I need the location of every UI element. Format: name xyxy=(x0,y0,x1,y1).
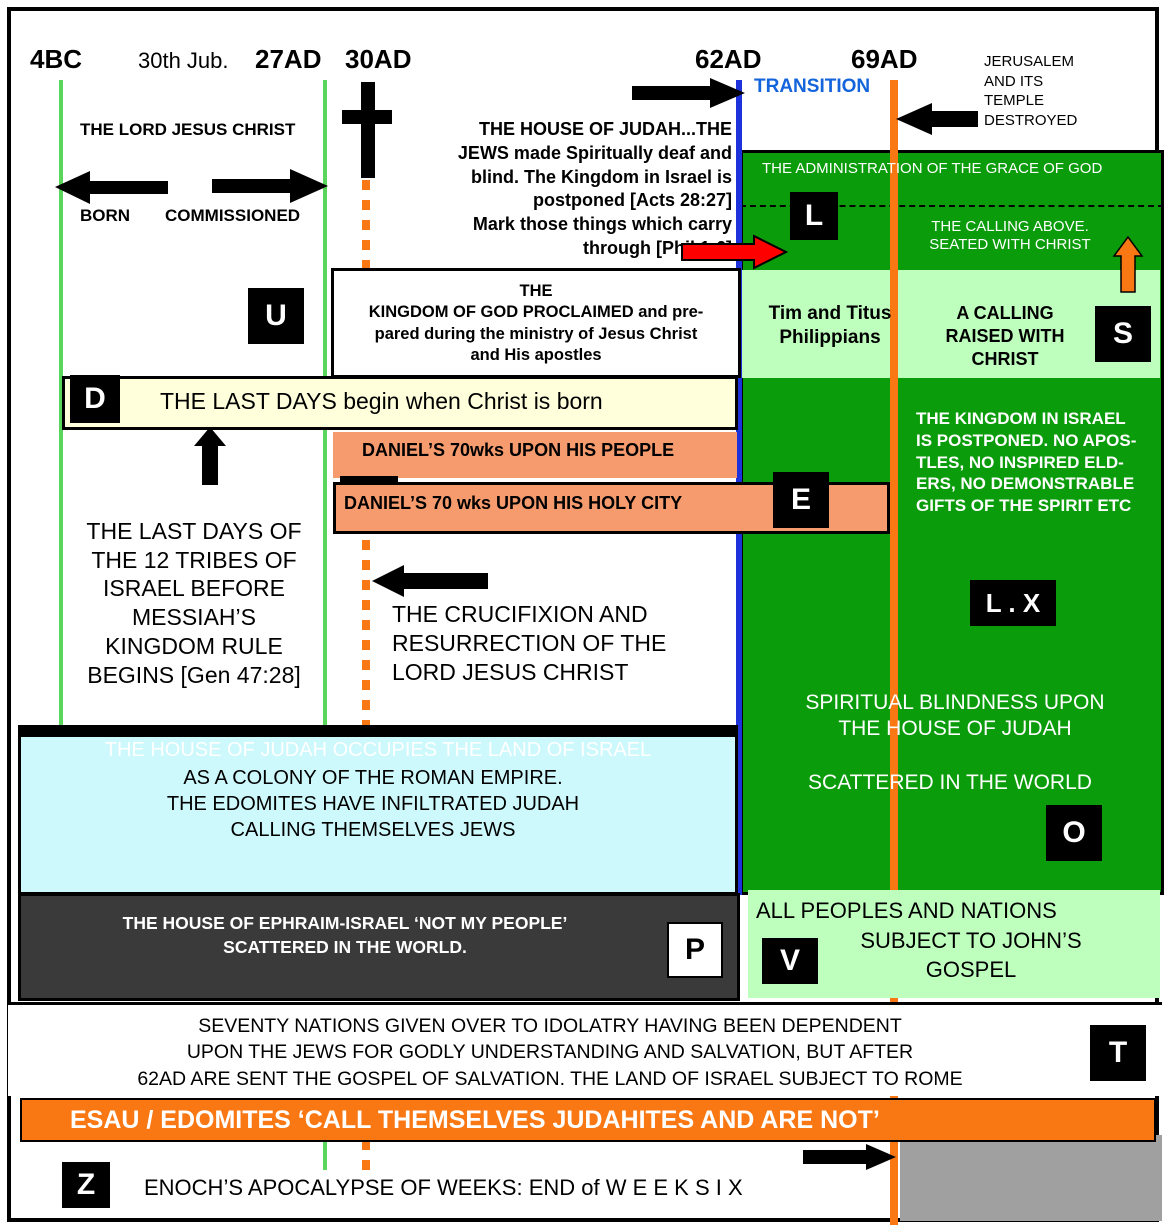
year-30ad: 30AD xyxy=(345,44,412,74)
daniel-people-bar xyxy=(333,432,737,478)
year-62ad: 62AD xyxy=(695,44,762,74)
kingdom-postponed-text: THE KINGDOM IN ISRAEL IS POSTPONED. NO A… xyxy=(916,409,1137,515)
seventy-nations-box xyxy=(8,1002,1162,1096)
marker-u: U xyxy=(248,288,304,344)
line-69ad-orange xyxy=(890,80,898,1225)
arrow-right-commissioned-icon xyxy=(212,169,328,203)
arrow-up-last-days-icon xyxy=(194,427,226,485)
marker-t: T xyxy=(1090,1025,1146,1081)
roman-colony-text: AS A COLONY OF THE ROMAN EMPIRE. THE EDO… xyxy=(166,767,580,841)
johns-gospel-text: SUBJECT TO JOHN’S GOSPEL xyxy=(860,928,1082,982)
year-4bc: 4BC xyxy=(30,44,83,74)
calling-above-label: THE CALLING ABOVE. SEATED WITH CHRIST xyxy=(929,218,1091,253)
last-days-bar xyxy=(62,376,738,430)
arrow-right-transition-icon xyxy=(632,78,745,108)
cross-icon xyxy=(342,82,392,178)
jerusalem-label: JERUSALEM AND ITS TEMPLE DESTROYED xyxy=(984,53,1078,129)
marker-lx: L . X xyxy=(970,580,1056,626)
daniel-people-text: DANIEL’S 70wks UPON HIS PEOPLE xyxy=(362,440,675,460)
tim-titus-text: Tim and Titus Philippians xyxy=(768,303,892,348)
line-30ad-dashed-bottom xyxy=(362,1140,370,1170)
line-4bc xyxy=(59,80,63,725)
last-days-tribes-text: THE LAST DAYS OF THE 12 TRIBES OF ISRAEL… xyxy=(60,488,328,689)
last-days-tribes-main: THE LAST DAYS OF THE 12 TRIBES OF ISRAEL… xyxy=(86,517,302,688)
calling-band xyxy=(740,270,1160,378)
year-27ad: 27AD xyxy=(255,44,322,74)
arrow-left-born-icon xyxy=(55,171,168,204)
crucifixion-text: THE CRUCIFIXION AND RESURRECTION OF THE … xyxy=(392,601,667,685)
marker-o: O xyxy=(1046,805,1102,861)
esau-bar xyxy=(20,1098,1156,1142)
all-peoples-text: ALL PEOPLES AND NATIONS xyxy=(756,898,1057,923)
year-69ad: 69AD xyxy=(851,44,918,74)
kingdom-proclaimed-box xyxy=(331,268,741,378)
year-jubilee: 30th Jub. xyxy=(138,48,229,73)
daniel-bar-notch xyxy=(340,476,398,482)
judah-occupies-text: THE HOUSE OF JUDAH OCCUPIES THE LAND OF … xyxy=(104,739,652,761)
transition-label: TRANSITION xyxy=(754,76,871,97)
gray-corner xyxy=(900,1135,1162,1221)
commissioned-label: COMMISSIONED xyxy=(165,206,301,225)
dashed-divider xyxy=(740,205,1164,207)
ephraim-box xyxy=(18,893,740,1001)
arrow-right-red-icon xyxy=(681,234,789,270)
gen-ref: [Gen 47:28] xyxy=(180,661,301,688)
last-days-text: THE LAST DAYS begin when Christ is born xyxy=(160,388,603,414)
marker-v: V xyxy=(762,938,818,984)
born-label: BORN xyxy=(80,206,131,225)
marker-e: E xyxy=(773,472,829,528)
lord-jesus-label: THE LORD JESUS CHRIST xyxy=(80,120,296,139)
house-judah-text: THE HOUSE OF JUDAH...THE JEWS made Spiri… xyxy=(457,119,732,258)
marker-d: D xyxy=(70,375,120,423)
marker-l: L xyxy=(790,192,838,240)
arrow-up-orange-icon xyxy=(1112,235,1144,293)
arrow-left-crucifixion-icon xyxy=(372,565,488,597)
arrow-left-jerusalem-icon xyxy=(896,103,978,135)
scattered-text: SCATTERED IN THE WORLD xyxy=(808,771,1092,794)
calling-raised-text: A CALLING RAISED WITH CHRIST xyxy=(945,303,1065,370)
daniel-city-text: DANIEL’S 70 wks UPON HIS HOLY CITY xyxy=(344,493,683,513)
seventy-nations-text: SEVENTY NATIONS GIVEN OVER TO IDOLATRY H… xyxy=(137,1015,963,1090)
administration-label: THE ADMINISTRATION OF THE GRACE OF GOD xyxy=(762,160,1103,177)
blindness-text: SPIRITUAL BLINDNESS UPON THE HOUSE OF JU… xyxy=(805,691,1105,741)
line-27ad-bottom xyxy=(323,1140,327,1170)
marker-z: Z xyxy=(62,1162,110,1208)
kingdom-proclaimed-text: THE KINGDOM OF GOD PROCLAIMED and pre- p… xyxy=(368,282,704,365)
arrow-right-enoch-icon xyxy=(803,1144,896,1170)
ephraim-text: THE HOUSE OF EPHRAIM-ISRAEL ‘NOT MY PEOP… xyxy=(122,913,568,957)
marker-s: S xyxy=(1095,306,1151,362)
enoch-text: ENOCH’S APOCALYPSE OF WEEKS: END of W E … xyxy=(144,1175,743,1200)
esau-text: ESAU / EDOMITES ‘CALL THEMSELVES JUDAHIT… xyxy=(70,1106,880,1134)
marker-p: P xyxy=(667,922,723,978)
